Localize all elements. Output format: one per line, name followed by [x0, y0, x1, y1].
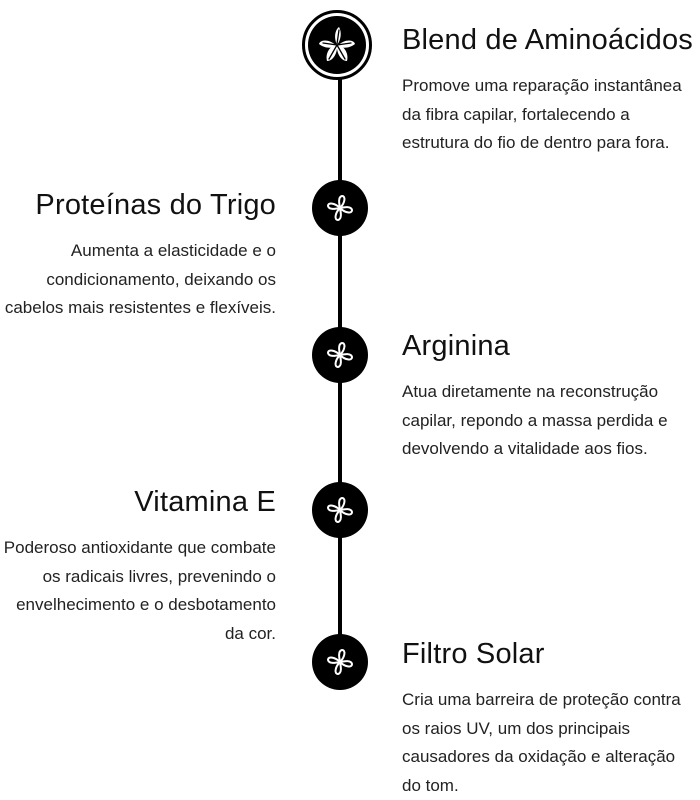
item-description: Atua diretamente na reconstrução capilar…	[402, 382, 668, 458]
item-title: Proteínas do Trigo	[35, 189, 276, 221]
pinwheel-icon	[327, 649, 353, 675]
timeline-item-2: Proteínas do Trigo Aumenta a elasticidad…	[0, 187, 276, 323]
timeline-node-4	[312, 482, 368, 538]
pinwheel-icon	[327, 497, 353, 523]
timeline-item-5: Filtro Solar Cria uma barreira de proteç…	[402, 636, 698, 800]
timeline-node-3	[312, 327, 368, 383]
item-description: Cria uma barreira de proteção contra os …	[402, 690, 681, 795]
item-description: Aumenta a elasticidade e o condicionamen…	[4, 241, 276, 317]
timeline-item-3: Arginina Atua diretamente na reconstruçã…	[402, 328, 698, 464]
item-title: Blend de Aminoácidos	[402, 24, 693, 56]
timeline-node-2	[312, 180, 368, 236]
pinwheel-icon	[327, 342, 353, 368]
timeline-item-1: Blend de Aminoácidos Promove uma reparaç…	[402, 22, 698, 158]
item-title: Arginina	[402, 330, 510, 362]
timeline-item-4: Vitamina E Poderoso antioxidante que com…	[0, 484, 276, 648]
pinwheel-icon	[327, 195, 353, 221]
timeline-node-1	[302, 10, 372, 80]
timeline-node-5	[312, 634, 368, 690]
item-description: Poderoso antioxidante que combate os rad…	[3, 538, 276, 643]
item-description: Promove uma reparação instantânea da fib…	[402, 76, 682, 152]
plant-leaves-icon	[319, 27, 355, 61]
item-title: Filtro Solar	[402, 638, 545, 670]
item-title: Vitamina E	[134, 486, 276, 518]
